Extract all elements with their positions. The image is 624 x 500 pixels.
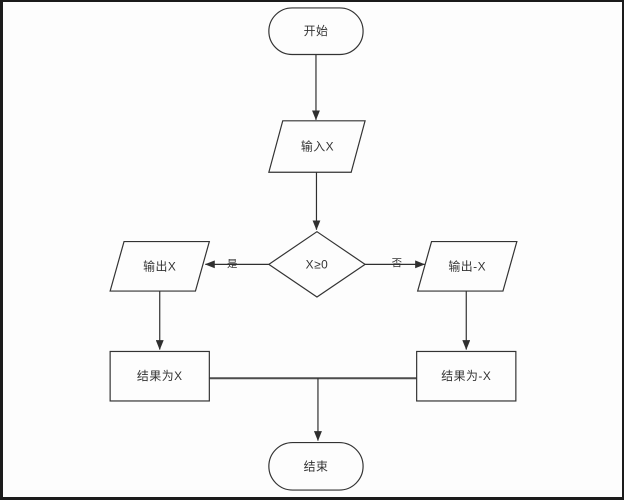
- decision-node: [267, 230, 367, 298]
- result-neg-x-node: [416, 350, 517, 402]
- output-neg-x-node: [416, 240, 518, 292]
- result-x-node-label: 结果为X: [137, 369, 183, 383]
- flowchart-svg: 开始 输入X X≥0 是 否 输出X 输出-X 结果为X 结果为-X 结束: [109, 7, 518, 491]
- result-x-node: [109, 350, 210, 402]
- output-x-node: [109, 240, 211, 292]
- edge-label-no: 否: [392, 257, 402, 269]
- input-node-label: 输入X: [301, 140, 334, 154]
- input-node: [268, 120, 366, 173]
- output-neg-x-node-label: 输出-X: [448, 259, 486, 273]
- end-node-label: 结束: [304, 459, 329, 473]
- decision-node-label: X≥0: [306, 257, 329, 271]
- result-neg-x-node-label: 结果为-X: [441, 369, 491, 383]
- start-node: [268, 7, 364, 56]
- edge-label-yes: 是: [227, 258, 237, 270]
- start-node-label: 开始: [304, 24, 329, 38]
- end-node: [268, 441, 364, 491]
- output-x-node-label: 输出X: [143, 259, 176, 273]
